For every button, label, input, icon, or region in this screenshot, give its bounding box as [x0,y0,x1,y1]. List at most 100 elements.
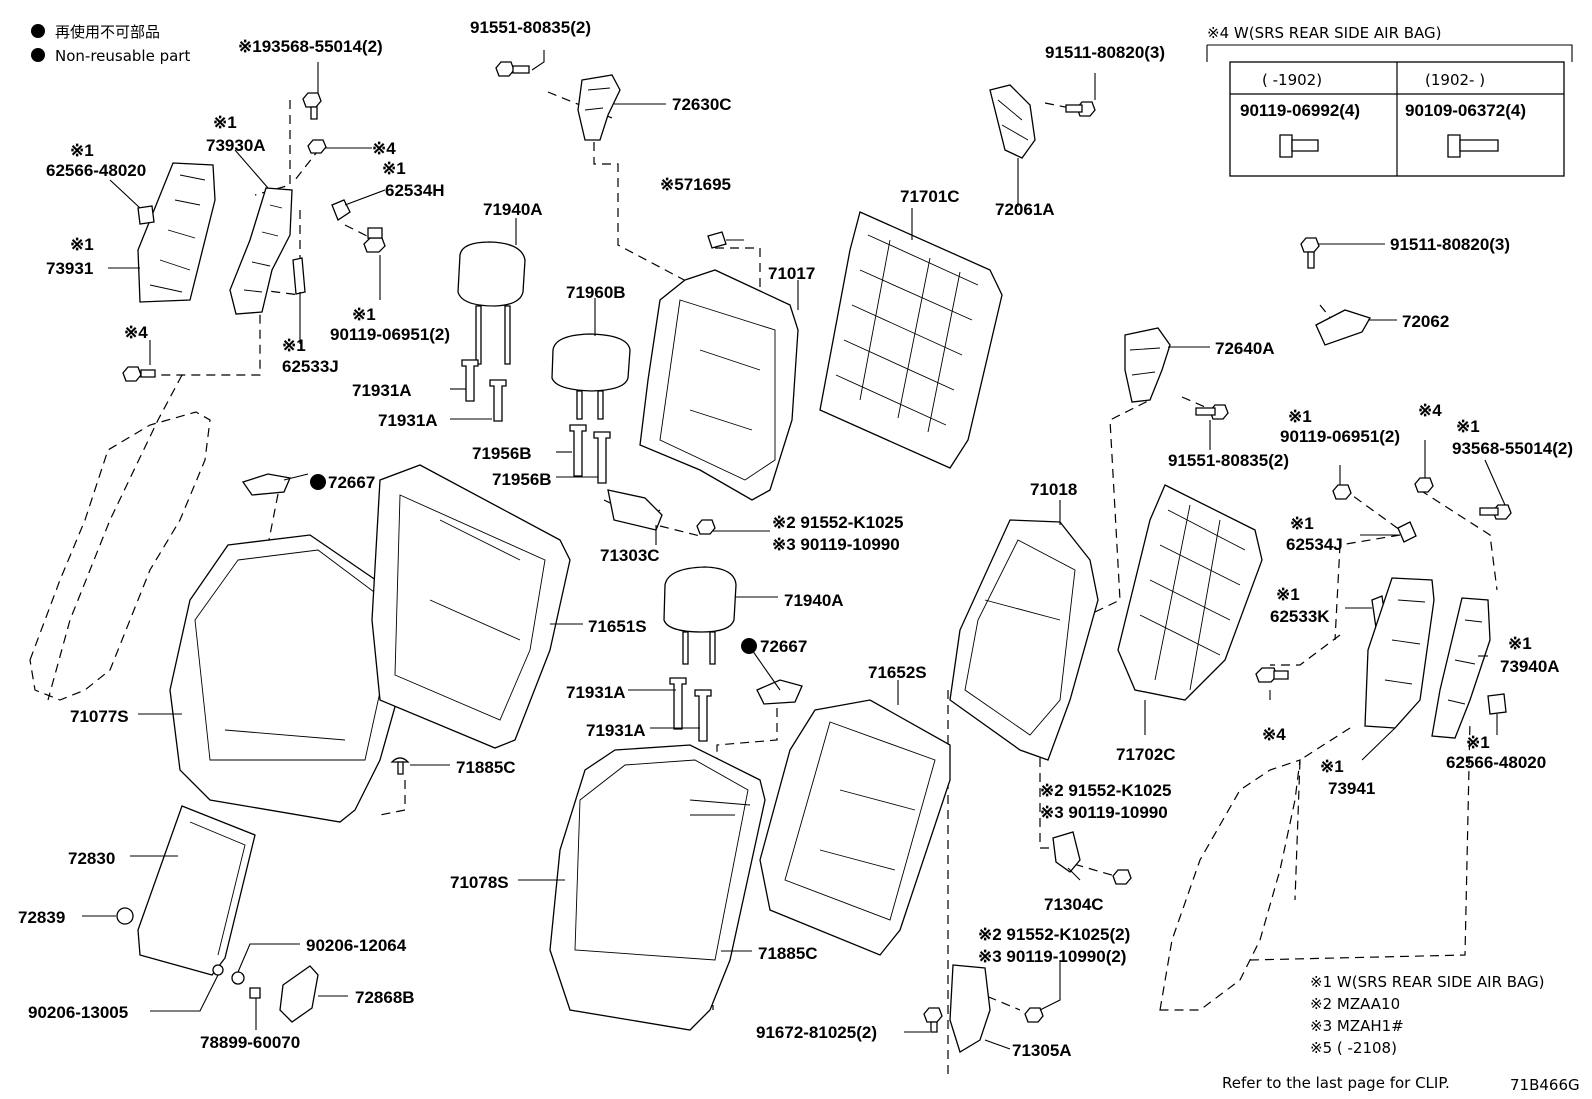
note-90119b: ※1 [1288,407,1312,426]
guide-71956B[interactable] [569,424,611,484]
label-91672: 91672-81025(2) [756,1023,877,1042]
label-71017: 71017 [768,264,815,283]
bolt-icon [1065,101,1096,117]
bracket-72062[interactable] [1315,309,1371,346]
seatback-frame-71017[interactable] [639,269,799,501]
label-72062: 72062 [1402,312,1449,331]
airbag-bolt-table: ※4 W(SRS REAR SIDE AIR BAG) ( -1902) (19… [1206,24,1573,177]
label-72667a: 72667 [328,473,375,492]
hinge-72630C[interactable] [577,74,621,141]
connector-62566[interactable] [137,205,155,225]
legend-dot-icon [31,24,45,38]
bolt-icon [1479,504,1512,520]
note-4d: ※4 [1262,725,1286,744]
seatback-pad-71652S[interactable] [759,699,951,956]
guide-71931A[interactable] [461,359,507,422]
note-62533K: ※1 [1276,585,1300,604]
label-193568: ※193568-55014(2) [238,37,383,56]
table-title: ※4 W(SRS REAR SIDE AIR BAG) [1207,24,1442,42]
seatback-board-71702C[interactable] [1117,484,1263,701]
label-62566a: 62566-48020 [46,161,146,180]
label-71931A-b: 71931A [378,411,438,430]
bracket-73940A[interactable] [1431,597,1491,739]
seatback-pad-71651S[interactable] [371,464,571,749]
cap-72839[interactable] [116,907,134,925]
hinge-72640A[interactable] [1124,327,1171,403]
bracket-71305A[interactable] [949,964,991,1053]
table-col1-header: ( -1902) [1262,71,1322,89]
lock-72061A[interactable] [989,84,1036,159]
cover-72868B[interactable] [279,965,319,1023]
label-72061A: 72061A [995,200,1055,219]
note-4a: ※4 [372,139,396,158]
note-2a: ※2 91552-K1025 [772,513,903,532]
label-91511a: 91511-80820(3) [1045,43,1165,62]
footnotes: ※1 W(SRS REAR SIDE AIR BAG) ※2 MZAA10 ※3… [1222,973,1580,1094]
clip-62533J[interactable] [292,257,306,295]
cover-72667-lower[interactable] [756,679,803,705]
pad-71695[interactable] [707,231,727,249]
seatback-board-71701C[interactable] [819,211,1003,469]
label-71940A-a: 71940A [483,200,543,219]
label-73931: 73931 [46,259,93,278]
note-73941: ※1 [1320,757,1344,776]
side-airbag-73941[interactable] [1364,577,1435,729]
guide-71931A[interactable] [669,677,712,742]
connector-62566-right[interactable] [1487,693,1507,715]
note-62533J: ※1 [282,336,306,355]
headrest-71940A-lower[interactable] [663,566,737,665]
label-91551a: 91551-80835(2) [470,18,591,37]
label-71702C: 71702C [1116,745,1176,764]
label-90119b: 90119-06951(2) [1280,427,1400,446]
seatback-frame-71018[interactable] [949,519,1099,761]
bracket-73930A[interactable] [229,187,293,315]
cover-72667-upper[interactable] [241,473,291,496]
bolt-icon [302,92,322,120]
label-71940A-b: 71940A [784,591,844,610]
note-62534J: ※1 [1290,514,1314,533]
armrest-72830[interactable] [137,805,256,976]
bolt-icon [923,1007,943,1033]
table-col1-part: 90119-06992(4) [1240,101,1360,120]
label-72839: 72839 [18,908,65,927]
non-reusable-dot-icon [310,474,326,490]
footnote-5: ※5 ( -2108) [1310,1039,1397,1057]
note-3a: ※3 90119-10990 [772,535,900,554]
note-73940A: ※1 [1508,634,1532,653]
bolt-icon [1414,477,1434,493]
clip-62534J[interactable] [1397,521,1417,543]
footnote-3: ※3 MZAH1# [1310,1017,1404,1035]
bolt-icon [495,61,530,77]
table-bracket [1207,44,1573,62]
note-3b: ※3 90119-10990 [1040,803,1168,822]
note-3c: ※3 90119-10990(2) [978,947,1126,966]
non-reusable-dot-icon [741,638,757,654]
legend: 再使用不可部品 Non-reusable part [31,23,190,65]
pin-78899[interactable] [249,987,261,999]
clip-71885C[interactable] [390,757,410,775]
label-71931A-a: 71931A [352,381,412,400]
note-90119a: ※1 [352,305,376,324]
leader-lines [82,50,1506,1050]
clip-62534H[interactable] [331,199,351,221]
bracket-71303C[interactable] [607,489,663,531]
note-62534H: ※1 [382,159,406,178]
bracket-71304C[interactable] [1052,831,1081,873]
bolt-icon [1279,134,1319,158]
bolt-icon [1195,404,1229,420]
label-73930A: 73930A [206,136,266,155]
label-62534J: 62534J [1286,535,1343,554]
headrest-71960B[interactable] [551,333,631,420]
seatback-cover-71078S[interactable] [549,744,766,1031]
label-72667b: 72667 [760,637,807,656]
label-62534H: 62534H [385,181,445,200]
side-airbag-73931[interactable] [137,162,216,303]
bolt-icon [1332,484,1352,500]
footnote-1: ※1 W(SRS REAR SIDE AIR BAG) [1310,973,1545,991]
label-72630C: 72630C [672,95,732,114]
label-71931A-c: 71931A [566,683,626,702]
trim-outline [29,411,211,701]
bolt-icon [122,366,156,382]
headrest-71940A-upper[interactable] [457,241,526,365]
bolt-icon [1255,667,1289,683]
